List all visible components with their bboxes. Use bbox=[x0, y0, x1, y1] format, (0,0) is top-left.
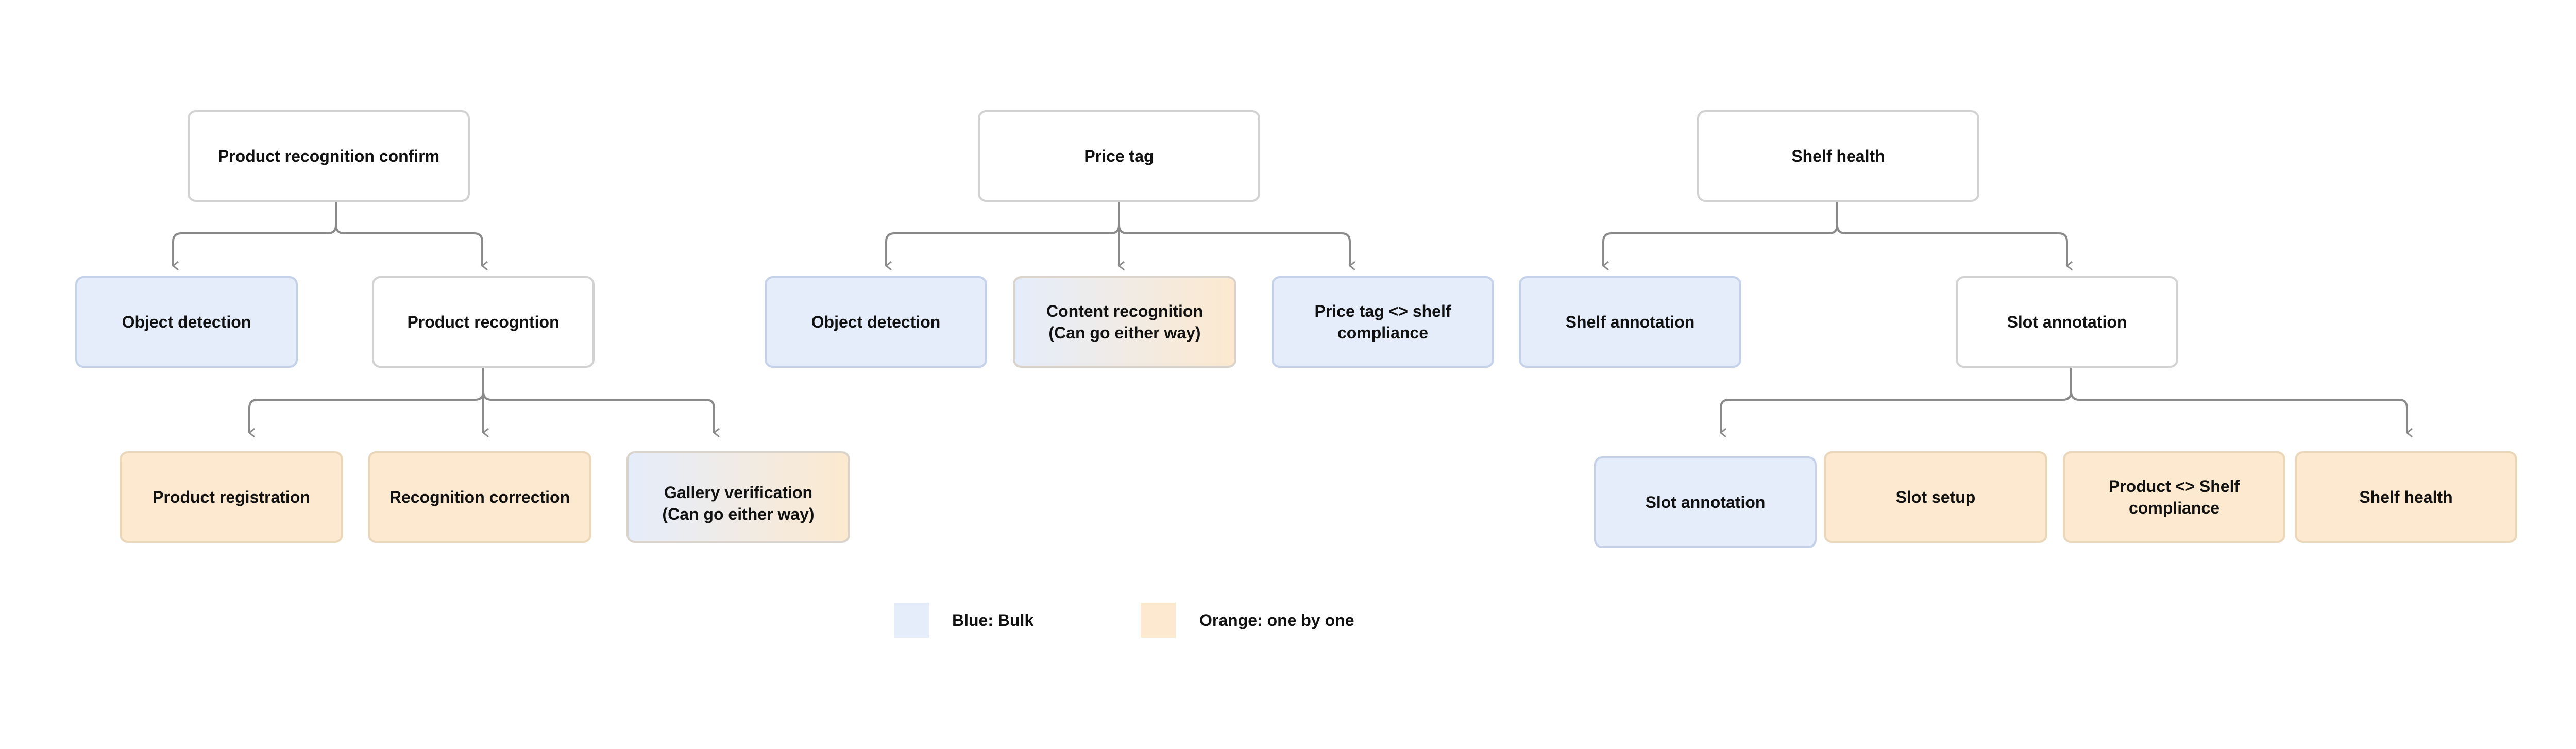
node-shelf-annotation: Shelf annotation bbox=[1519, 276, 1741, 368]
node-slot-annotation-leaf: Slot annotation bbox=[1594, 456, 1817, 548]
node-product-registration: Product registration bbox=[120, 451, 343, 543]
node-price-object-detection: Object detection bbox=[765, 276, 987, 368]
connector-tree2-root bbox=[885, 202, 1120, 271]
node-gallery-verification: Gallery verification (Can go either way) bbox=[626, 451, 850, 543]
node-slot-annotation: Slot annotation bbox=[1956, 276, 2178, 368]
connector-tree1-root bbox=[172, 202, 337, 266]
node-product-shelf-compliance: Product <> Shelf compliance bbox=[2063, 451, 2285, 543]
node-price-tag-shelf-compliance: Price tag <> shelf compliance bbox=[1272, 276, 1494, 368]
connector-tree1-root-right bbox=[335, 225, 488, 271]
node-product-recognition-confirm: Product recognition confirm bbox=[188, 110, 470, 202]
node-slot-setup: Slot setup bbox=[1824, 451, 2047, 543]
node-shelf-health-root: Shelf health bbox=[1697, 110, 1979, 202]
connector-tree3-sub bbox=[1719, 368, 2072, 438]
legend-swatch-orange bbox=[1141, 603, 1176, 638]
node-recognition-correction: Recognition correction bbox=[368, 451, 591, 543]
connector-tree1-sub bbox=[248, 368, 484, 438]
node-price-tag: Price tag bbox=[978, 110, 1260, 202]
node-shelf-health-leaf: Shelf health bbox=[2295, 451, 2517, 543]
node-product-recognition: Product recogntion bbox=[372, 276, 595, 368]
node-content-recognition: Content recognition (Can go either way) bbox=[1013, 276, 1236, 368]
legend-label-blue: Blue: Bulk bbox=[952, 611, 1034, 629]
legend-label-orange: Orange: one by one bbox=[1199, 611, 1354, 629]
connector-tree3-root bbox=[1602, 202, 1838, 271]
node-object-detection: Object detection bbox=[75, 276, 298, 368]
legend-swatch-blue bbox=[894, 603, 929, 638]
